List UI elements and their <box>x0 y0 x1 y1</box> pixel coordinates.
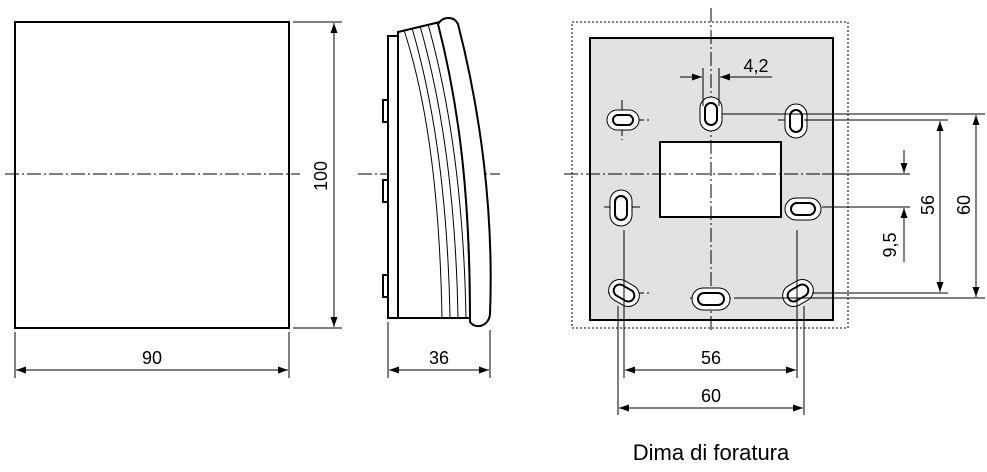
template-dotted-outline <box>571 21 849 329</box>
template-center-window <box>659 141 782 218</box>
side-tab-1 <box>382 99 389 123</box>
drilling-template-view: 4,2 9,5 56 60 56 60 Dima di foratura <box>564 8 985 465</box>
side-tab-2 <box>382 179 389 203</box>
slot-top-right <box>784 103 808 139</box>
front-width-label: 90 <box>142 348 162 368</box>
slot-middle-right <box>784 197 822 221</box>
side-depth-label: 36 <box>429 348 449 368</box>
slot-top-center <box>699 96 723 132</box>
slot-bottom-center <box>691 287 731 311</box>
side-rib-4 <box>427 23 467 319</box>
slot-middle-left <box>609 189 633 227</box>
side-tab-3 <box>382 274 389 298</box>
front-height-label: 100 <box>311 161 331 191</box>
side-rib-3 <box>419 25 459 319</box>
side-rib-2 <box>411 27 451 319</box>
dim-vertical-56-label: 56 <box>918 195 938 215</box>
dim-slot-width-label: 4,2 <box>743 56 768 76</box>
side-view: 36 <box>358 17 500 378</box>
side-front-cover <box>436 17 492 328</box>
side-back-plate <box>387 35 399 319</box>
dim-horizontal-60-label: 60 <box>701 386 721 406</box>
front-view: 90 100 <box>5 21 342 378</box>
side-rib-1 <box>403 29 443 319</box>
dim-horizontal-56-label: 56 <box>701 348 721 368</box>
template-caption: Dima di foratura <box>633 440 790 465</box>
dim-vertical-60-label: 60 <box>954 195 974 215</box>
dim-offset-label: 9,5 <box>880 232 900 257</box>
front-housing-outline <box>14 21 290 329</box>
slot-top-left <box>606 109 640 131</box>
